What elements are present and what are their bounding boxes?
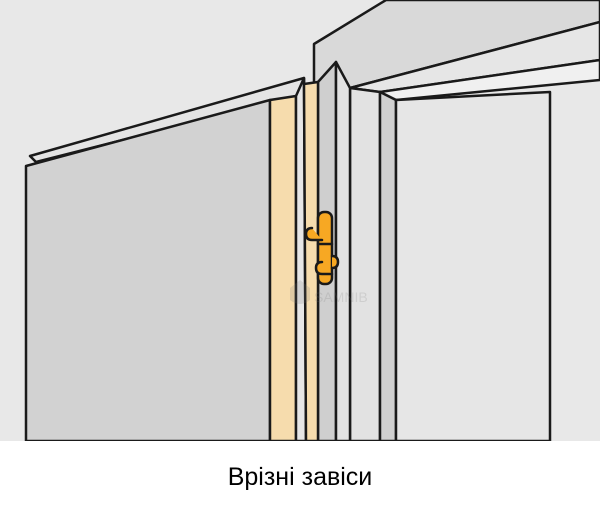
svg-text:SAMNIB: SAMNIB — [314, 289, 368, 305]
door-leaf — [24, 76, 320, 441]
watermark: SAMNIB — [290, 280, 368, 305]
hinge — [304, 210, 340, 286]
door-hinge-illustration: .o { stroke: #1a1a1a; stroke-width: 2.5;… — [0, 0, 600, 441]
caption: Врізні завіси — [227, 463, 373, 491]
door-frame — [312, 0, 600, 441]
